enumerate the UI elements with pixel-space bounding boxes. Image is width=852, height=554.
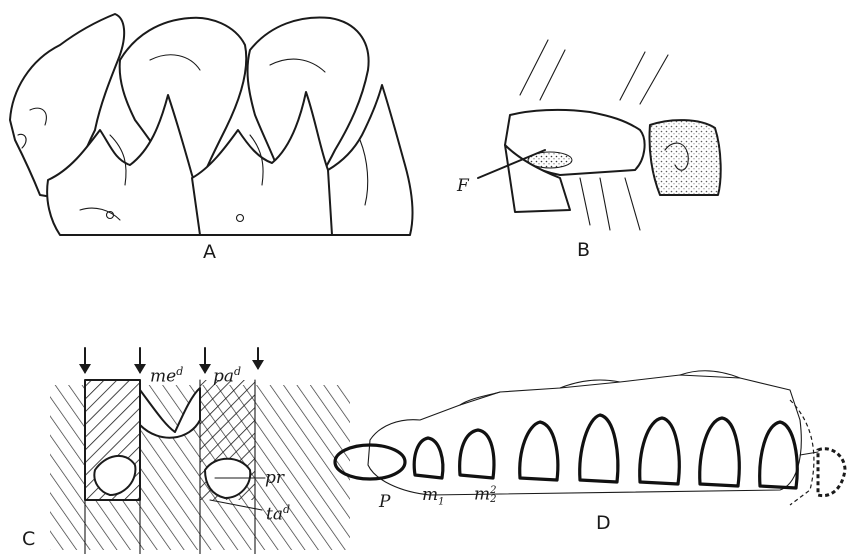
panel-c-label-pa-text: pa (213, 367, 234, 387)
panel-c-label-ta-sup: d (283, 503, 290, 516)
panel-d-label-m1-sub: 1 (438, 496, 444, 507)
panel-c-label-pr: pr (265, 470, 284, 487)
panel-d-label-m1: m1 (422, 487, 445, 507)
panel-c-label-ta-text: ta (266, 505, 283, 525)
panel-b-label: B (577, 241, 590, 260)
panel-d-drawing (335, 371, 845, 505)
panel-d-label-m1-text: m (422, 485, 438, 505)
panel-c-drawing (50, 348, 350, 554)
panel-c-label-me-sup: d (176, 365, 183, 378)
panel-c-label-me-text: me (150, 367, 176, 387)
panel-d-label: D (596, 514, 611, 533)
panel-d-label-p: P (379, 494, 390, 511)
panel-d-label-m2-sub: 2 (490, 495, 496, 504)
panel-c-label-pa: pad (213, 366, 241, 386)
panel-c-label-ta: tad (266, 504, 290, 524)
panel-c-label-pa-sup: d (234, 365, 241, 378)
panel-c-label-me: med (150, 366, 183, 386)
panel-c-label: C (22, 530, 35, 549)
panel-b-label-f: F (457, 178, 469, 195)
panel-d-label-m2-text: m (474, 485, 490, 505)
panel-b-drawing (478, 40, 721, 230)
panel-a-label: A (203, 243, 216, 262)
